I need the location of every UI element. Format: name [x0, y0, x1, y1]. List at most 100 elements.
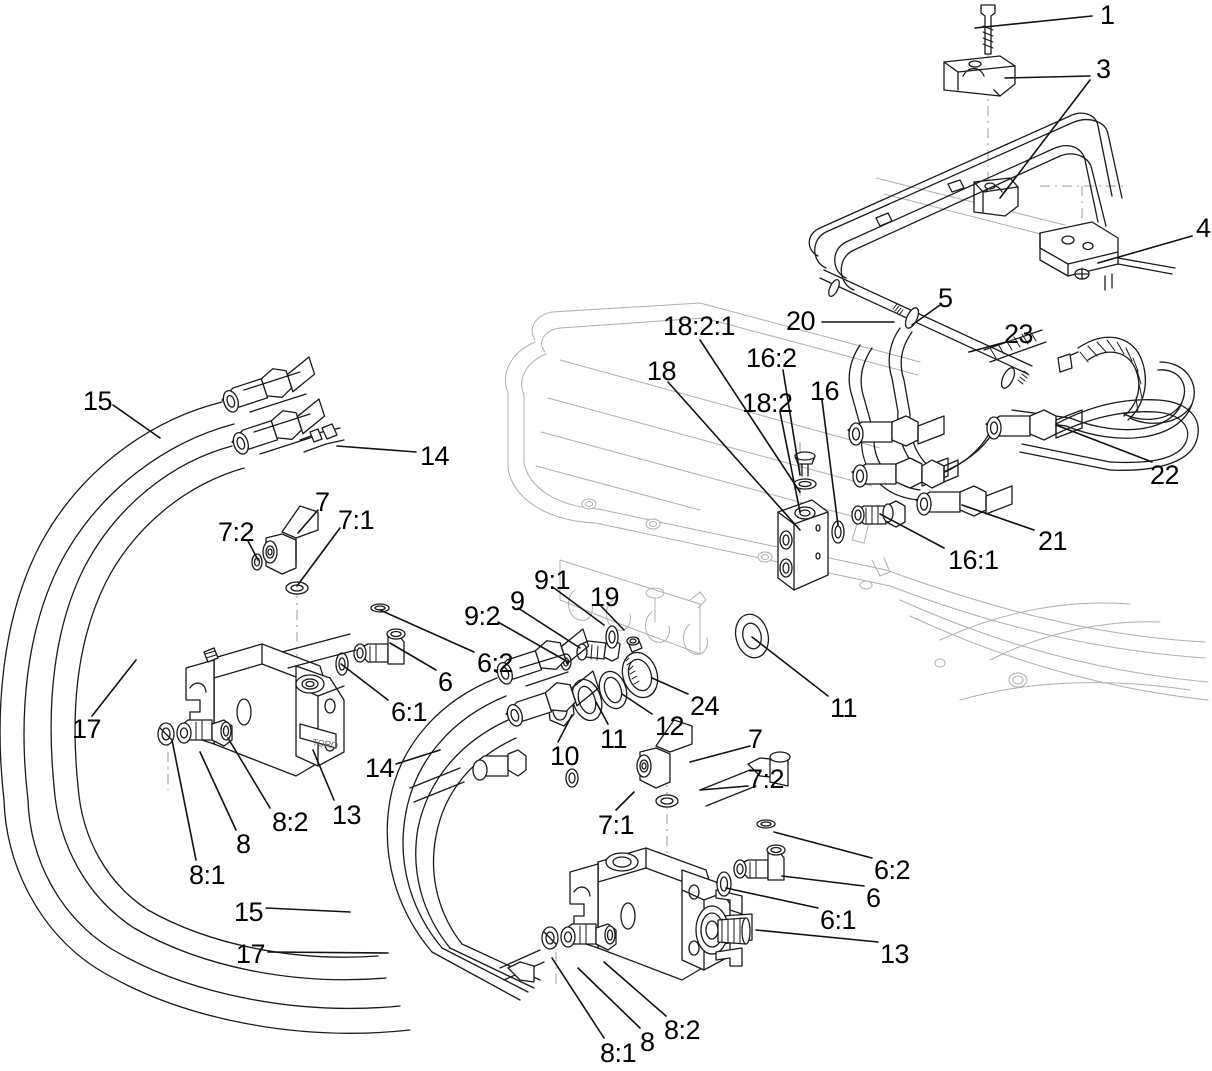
- leader-line-c15a: [112, 404, 161, 439]
- leader-line-c9: [517, 607, 581, 649]
- part-7-2-oring-left: [251, 553, 263, 571]
- callout-label-10: 10: [550, 741, 580, 771]
- callout-label-8: 8: [640, 1027, 655, 1057]
- lower-pump-13: [569, 847, 753, 981]
- leader-line-c7-2a: [247, 540, 259, 561]
- part-3-clamp-upper: [943, 55, 1016, 97]
- leader-line-c7b: [689, 745, 751, 763]
- leader-line-c23: [968, 341, 1007, 353]
- part-11-washer-right: [734, 613, 770, 659]
- part-3-clamp-lower: [973, 177, 1019, 217]
- callout-label-9: 9: [510, 586, 525, 616]
- callout-label-16-2: 16:2: [746, 343, 797, 373]
- left-hose-loops: [0, 401, 411, 1034]
- callout-label-15: 15: [83, 386, 113, 416]
- part-7-2-oring-lower: [655, 794, 679, 808]
- part-1-bolt: [980, 4, 996, 55]
- part-6-1-oring-lower: [716, 871, 732, 897]
- part-8-1-oring-lower: [541, 926, 559, 950]
- leader-line-c14a: [336, 445, 417, 453]
- leader-line-c18-2-1: [699, 339, 801, 493]
- leader-line-c8-2a: [227, 737, 271, 809]
- corrugated-conduit: [983, 329, 1195, 439]
- leader-line-c7-1a: [296, 527, 341, 587]
- leader-line-c22: [1055, 424, 1153, 463]
- leader-line-c12: [621, 693, 653, 715]
- callout-label-7: 7: [315, 487, 330, 517]
- callout-label-8: 8: [236, 829, 251, 859]
- callout-label-7-2: 7:2: [218, 517, 255, 547]
- callout-label-18: 18: [647, 356, 677, 386]
- clamp-upper-left: [828, 279, 840, 297]
- part-4-bracket: [1039, 221, 1176, 291]
- callout-label-20: 20: [786, 306, 816, 336]
- leader-line-c6b: [781, 875, 865, 887]
- callout-label-16: 16: [810, 376, 840, 406]
- part-8-2-oring-lower: [604, 925, 616, 945]
- tube-20-5-23: [819, 269, 1033, 389]
- leader-line-c16-1: [879, 513, 945, 549]
- part-7-elbow-lower: [636, 719, 693, 789]
- part-18-2-plug: [794, 451, 816, 477]
- callout-label-21: 21: [1038, 526, 1068, 556]
- callout-label-9-1: 9:1: [534, 565, 571, 595]
- leader-line-c8b: [577, 967, 641, 1029]
- callout-label-13: 13: [880, 939, 910, 969]
- callout-label-7: 7: [748, 724, 763, 754]
- callout-label-6: 6: [866, 883, 881, 913]
- callout-label-15: 15: [234, 897, 264, 927]
- part-7-1-oring-lower: [565, 768, 579, 788]
- leader-line-c3b: [999, 79, 1091, 199]
- part-12-washer: [598, 670, 628, 710]
- leader-line-c17a: [91, 659, 137, 717]
- callout-label-8-2: 8:2: [272, 807, 309, 837]
- leader-line-c8a: [199, 751, 237, 831]
- leader-line-c11a: [595, 701, 609, 725]
- leader-line-c24: [651, 677, 689, 695]
- chassis-phantom-outline: [505, 177, 1209, 701]
- part-6-elbow-left: [353, 628, 406, 665]
- leader-line-c6-1b: [725, 887, 819, 909]
- callout-label-18-2-1: 18:2:1: [663, 311, 736, 341]
- callout-label-3: 3: [1096, 54, 1111, 84]
- callout-label-7-1: 7:1: [598, 810, 635, 840]
- callout-label-11: 11: [830, 693, 858, 723]
- part-7-1-oring-left: [285, 581, 309, 595]
- leader-line-c6-1a: [340, 663, 389, 701]
- callout-label-8-2: 8:2: [664, 1015, 701, 1045]
- callout-label-5: 5: [938, 283, 953, 313]
- leader-line-c8-1b: [551, 957, 605, 1039]
- part-24-seal: [621, 651, 659, 699]
- leader-line-c18-2: [779, 411, 801, 513]
- callout-label-6: 6: [438, 667, 453, 697]
- leader-line-c1: [974, 15, 1093, 29]
- leader-line-c13a: [312, 749, 335, 801]
- callout-label-17: 17: [72, 714, 102, 744]
- leader-line-c14b: [395, 749, 441, 765]
- leader-line-c3: [1004, 75, 1091, 79]
- leader-line-c8-2b: [603, 961, 667, 1017]
- part-8-fitting-left: [176, 719, 233, 747]
- part-19-plug: [626, 636, 643, 653]
- callout-leader-lines: [91, 15, 1193, 1039]
- leader-line-c18: [667, 381, 801, 531]
- leader-line-c16-2: [782, 369, 801, 476]
- leader-line-c5: [911, 304, 941, 326]
- callout-label-8-1: 8:1: [600, 1038, 637, 1068]
- callout-label-7-1: 7:1: [338, 505, 375, 535]
- svg-text:TORO: TORO: [312, 737, 339, 750]
- leader-line-c8-1a: [171, 739, 197, 861]
- callout-label-11: 11: [600, 724, 628, 754]
- part-7-elbow-left: [262, 505, 319, 575]
- leader-line-c17b: [267, 951, 389, 954]
- leader-line-c10: [557, 714, 573, 743]
- callout-label-23: 23: [1004, 319, 1034, 349]
- callout-label-9-2: 9:2: [464, 601, 501, 631]
- fitting-cluster-upper: [847, 409, 1083, 517]
- part-6-2-oring-lower: [756, 819, 776, 829]
- middle-hose-bundle: [281, 628, 603, 1001]
- clamp-23: [1000, 367, 1030, 389]
- callout-label-22: 22: [1150, 460, 1180, 490]
